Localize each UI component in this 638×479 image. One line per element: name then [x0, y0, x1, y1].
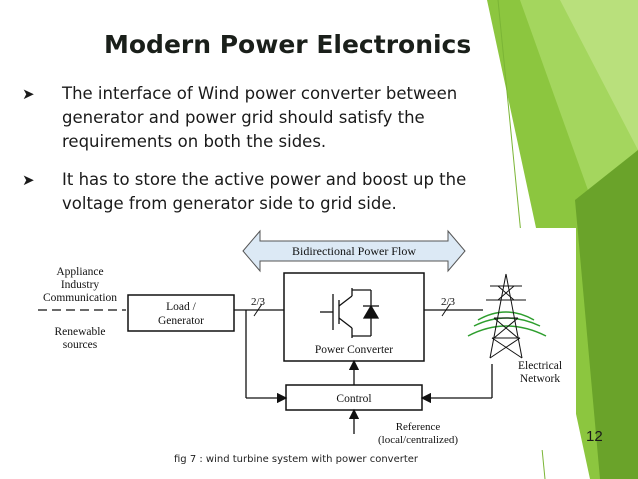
- left-label-communication: Communication: [43, 292, 117, 304]
- wind-converter-diagram: Bidirectional Power Flow Appliance Indus…: [28, 228, 576, 450]
- arrow-bullet-icon: ➤: [22, 85, 35, 103]
- arrow-bullet-icon: ➤: [22, 171, 35, 189]
- load-box-label-2: Generator: [158, 315, 204, 327]
- renewable-label-1: Renewable: [54, 326, 105, 338]
- reference-label-1: Reference: [396, 421, 441, 433]
- load-box-label-1: Load /: [166, 301, 197, 313]
- ratio-tick-right: [441, 303, 451, 317]
- reference-label-2: (local/centralized): [378, 434, 458, 446]
- ratio-left: 2/3: [251, 296, 266, 308]
- ratio-right: 2/3: [441, 296, 456, 308]
- ratio-tick-left: [253, 303, 263, 317]
- flow-label: Bidirectional Power Flow: [292, 244, 416, 258]
- bullet-2: ➤ It has to store the active power and b…: [22, 168, 542, 216]
- bullet-1-line-1: The interface of Wind power converter be…: [62, 84, 458, 103]
- bullet-2-line-2: voltage from generator side to grid side…: [62, 194, 397, 213]
- power-converter-box: [283, 272, 425, 362]
- control-label: Control: [336, 393, 371, 405]
- network-label-2: Network: [520, 373, 560, 385]
- transmission-tower-icon: [467, 273, 547, 359]
- left-label-industry: Industry: [61, 279, 100, 291]
- network-label-1: Electrical: [518, 360, 562, 372]
- converter-label: Power Converter: [315, 344, 393, 356]
- bullet-1-line-2: generator and power grid should satisfy …: [62, 108, 425, 127]
- bullet-2-line-1: It has to store the active power and boo…: [62, 170, 467, 189]
- bullet-1: ➤ The interface of Wind power converter …: [22, 82, 542, 154]
- bullet-1-line-3: requirements on both the sides.: [62, 132, 327, 151]
- figure-caption: fig 7 : wind turbine system with power c…: [174, 454, 419, 465]
- bidirectional-flow-arrow: [242, 229, 466, 273]
- igbt-diode-icon: [320, 288, 380, 338]
- left-label-appliance: Appliance: [56, 266, 103, 278]
- renewable-label-2: sources: [63, 339, 98, 351]
- page-number: 12: [586, 428, 603, 445]
- green-panel-dark: [575, 150, 638, 479]
- green-panel-top: [560, 0, 638, 150]
- load-generator-box: [127, 294, 235, 332]
- slide-title: Modern Power Electronics: [104, 30, 472, 59]
